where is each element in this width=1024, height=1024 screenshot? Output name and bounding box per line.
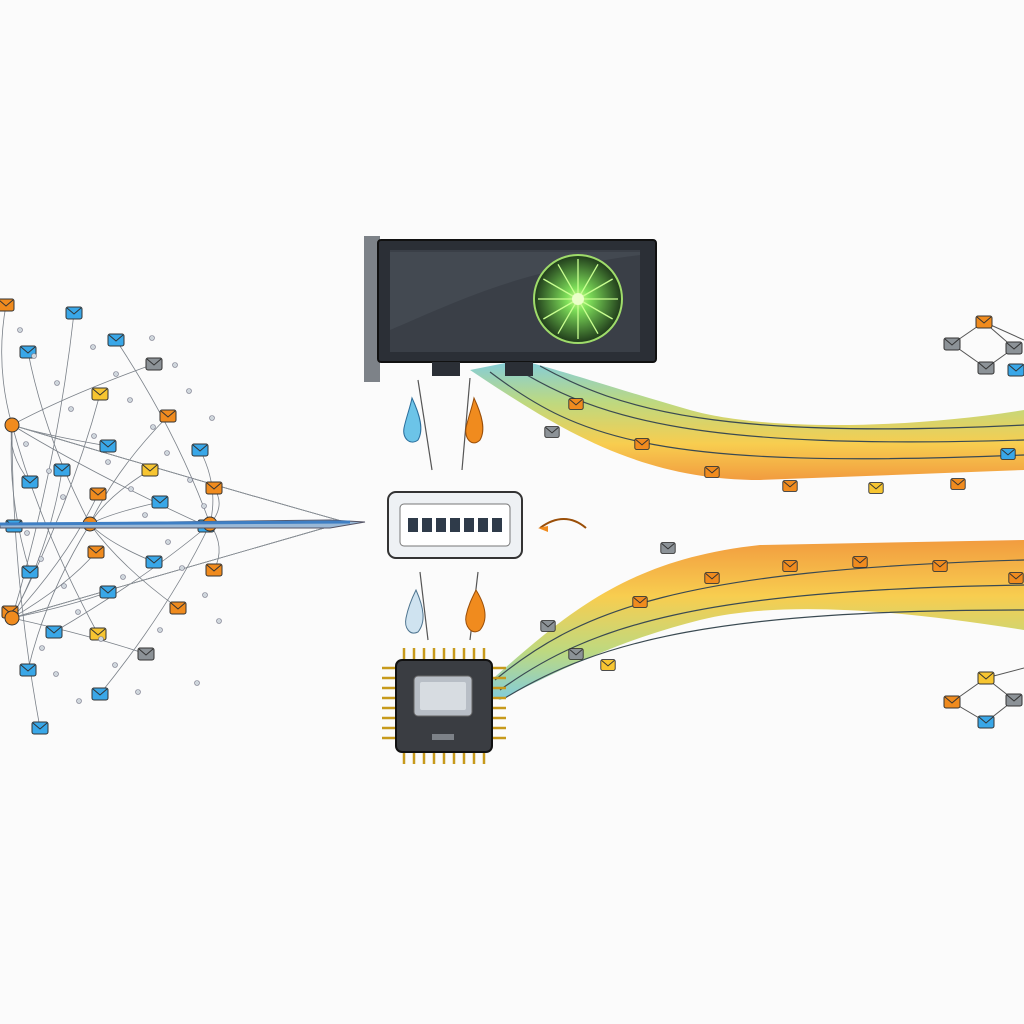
droplet-icon bbox=[403, 396, 422, 443]
envelope-icon bbox=[99, 439, 117, 453]
envelope-icon bbox=[99, 585, 117, 599]
envelope-icon bbox=[600, 659, 616, 671]
input-network bbox=[0, 298, 346, 735]
envelope-icon bbox=[31, 721, 49, 735]
return-arrow-icon bbox=[539, 518, 587, 529]
envelope-icon bbox=[704, 466, 720, 478]
envelope-icon bbox=[704, 572, 720, 584]
envelope-icon bbox=[191, 443, 209, 457]
envelope-icon bbox=[782, 480, 798, 492]
envelope-icon bbox=[0, 298, 15, 312]
envelope-icon bbox=[977, 361, 995, 375]
envelope-icon bbox=[21, 475, 39, 489]
envelope-icon bbox=[975, 315, 993, 329]
hub-node bbox=[4, 417, 20, 433]
envelope-icon bbox=[169, 601, 187, 615]
envelope-icon bbox=[21, 565, 39, 579]
hub-node bbox=[4, 610, 20, 626]
envelope-icon bbox=[205, 563, 223, 577]
envelope-icon bbox=[107, 333, 125, 347]
envelope-icon bbox=[1000, 448, 1016, 460]
memory-cpu-transfer bbox=[405, 571, 486, 641]
envelope-icon bbox=[141, 463, 159, 477]
lower-data-flow bbox=[480, 540, 1024, 700]
droplet-icon bbox=[465, 396, 484, 444]
upper-data-flow bbox=[470, 360, 1024, 480]
envelope-icon bbox=[632, 596, 648, 608]
envelope-icon bbox=[1008, 572, 1024, 584]
envelope-icon bbox=[1005, 341, 1023, 355]
envelope-icon bbox=[159, 409, 177, 423]
envelope-icon bbox=[1005, 693, 1023, 707]
envelope-icon bbox=[660, 542, 676, 554]
output-network bbox=[943, 315, 1024, 729]
envelope-icon bbox=[65, 306, 83, 320]
gpu-bracket bbox=[364, 236, 380, 382]
envelope-icon bbox=[540, 620, 556, 632]
envelope-icon bbox=[91, 387, 109, 401]
envelope-icon bbox=[950, 478, 966, 490]
envelope-icon bbox=[151, 495, 169, 509]
envelope-icon bbox=[943, 337, 961, 351]
cpu-chip bbox=[382, 648, 506, 764]
envelope-icon bbox=[145, 357, 163, 371]
envelope-icon bbox=[19, 663, 37, 677]
envelope-icon bbox=[53, 463, 71, 477]
central-pipe bbox=[0, 519, 366, 529]
gpu-card bbox=[364, 236, 657, 382]
envelope-icon bbox=[568, 398, 584, 410]
envelope-icon bbox=[977, 715, 995, 729]
envelope-icon bbox=[137, 647, 155, 661]
envelope-icon bbox=[1007, 363, 1024, 377]
droplet-icon bbox=[405, 588, 424, 634]
envelope-icon bbox=[91, 687, 109, 701]
flow-messages bbox=[540, 398, 1024, 671]
droplet-icon bbox=[465, 588, 486, 633]
envelope-icon bbox=[45, 625, 63, 639]
envelope-icon bbox=[977, 671, 995, 685]
envelope-icon bbox=[852, 556, 868, 568]
envelope-icon bbox=[87, 545, 105, 559]
envelope-icon bbox=[544, 426, 560, 438]
envelope-icon bbox=[205, 481, 223, 495]
envelope-icon bbox=[634, 438, 650, 450]
envelope-icon bbox=[932, 560, 948, 572]
envelope-icon bbox=[89, 487, 107, 501]
gpu-memory-transfer bbox=[403, 377, 484, 471]
envelope-icon bbox=[145, 555, 163, 569]
envelope-icon bbox=[943, 695, 961, 709]
envelope-icon bbox=[568, 648, 584, 660]
memory-module bbox=[387, 491, 587, 559]
envelope-icon bbox=[782, 560, 798, 572]
envelope-icon bbox=[868, 482, 884, 494]
